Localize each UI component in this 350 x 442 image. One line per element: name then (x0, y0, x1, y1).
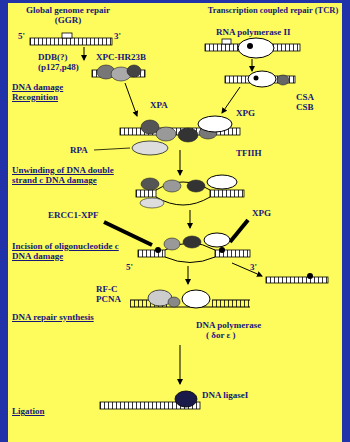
protein-label: PCNA (96, 294, 121, 304)
strand-end-label: 5' (126, 262, 133, 272)
tcr-stalled-strand (225, 71, 295, 87)
strand-end-label: 3' (114, 31, 121, 41)
step-label: Incision of oligonucleotide c DNA damage (12, 241, 136, 261)
protein-label: TFIIH (236, 148, 262, 158)
protein-label: XPG (252, 208, 271, 218)
tcr-strand (205, 38, 300, 58)
repair-synthesis (130, 290, 250, 308)
protein-label: CSA (296, 92, 314, 102)
incision-complex (120, 116, 240, 155)
protein-label: ( δor ε ) (206, 330, 236, 340)
step-label: Unwinding of DNA double strand c DNA dam… (12, 165, 130, 185)
protein-label: XPA (150, 100, 168, 110)
xpc-complex (92, 65, 145, 81)
step-label: DNA damage Recognition (12, 82, 82, 102)
dna-strand (30, 33, 112, 45)
column-heading: Global genome repair (GGR) (12, 5, 124, 25)
protein-label: DNA polymerase (196, 320, 261, 330)
protein-label: (p127,p48) (38, 62, 79, 72)
step-label: DNA repair synthesis (12, 312, 124, 322)
protein-label: CSB (296, 102, 314, 112)
protein-label: RF-C (96, 284, 118, 294)
protein-label: DDB(?) (38, 52, 68, 62)
protein-label: RNA polymerase II (216, 27, 291, 37)
xpg-bar (230, 220, 248, 242)
excised-oligo (266, 273, 328, 283)
protein-label: RPA (70, 145, 88, 155)
ligated-dna (100, 391, 200, 409)
yellow-panel (8, 3, 342, 442)
step-label: Ligation (12, 406, 92, 416)
protein-label: XPC-HR23B (96, 52, 146, 62)
protein-label: DNA ligaseI (202, 390, 248, 400)
incised-complex (138, 233, 250, 263)
protein-label: ERCC1-XPF (48, 210, 99, 220)
strand-end-label: 3' (250, 262, 257, 272)
strand-end-label: 5' (18, 31, 25, 41)
protein-label: XPG (236, 108, 255, 118)
unwound-complex (136, 175, 244, 208)
column-heading: Transcription coupled repair (TCR) (206, 5, 340, 15)
